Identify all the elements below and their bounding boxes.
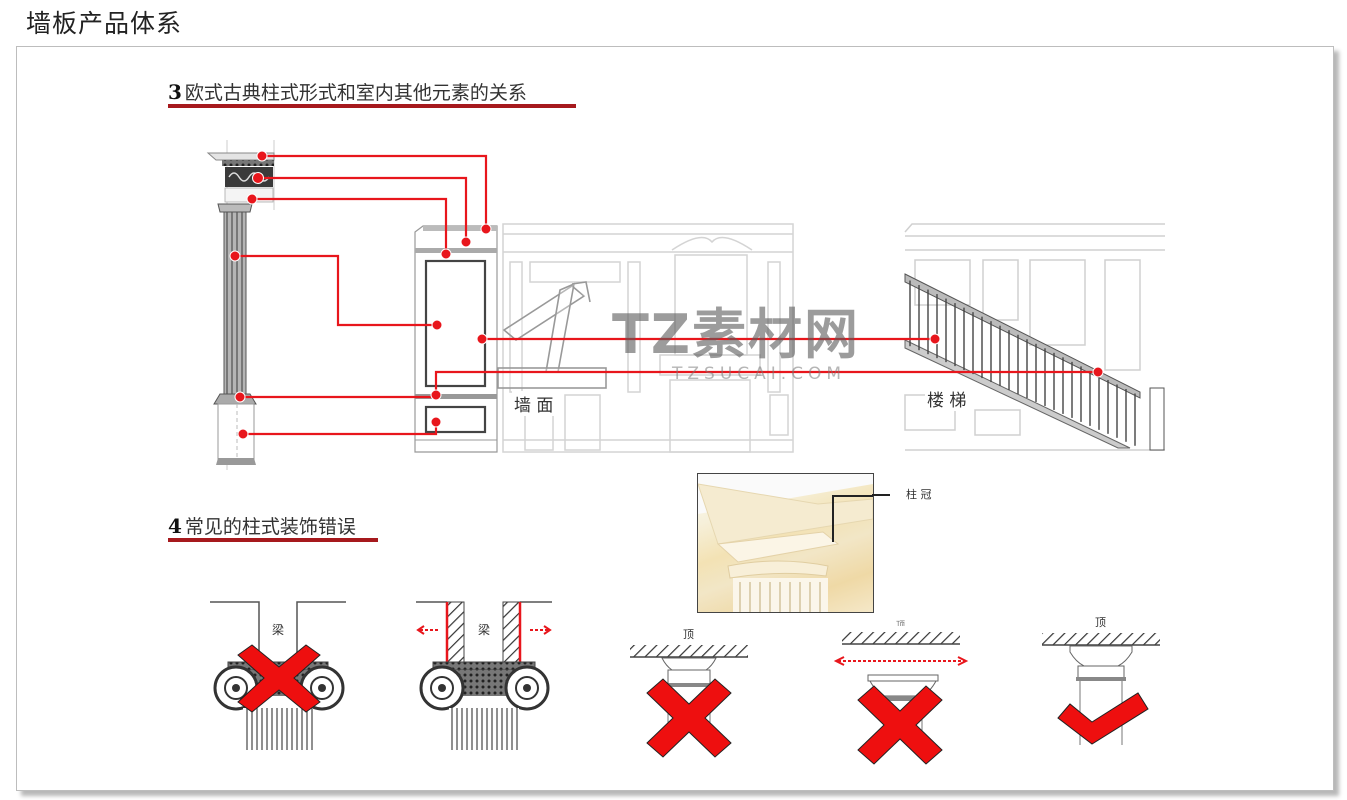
photo-callout-label: 柱 冠 <box>906 488 932 501</box>
example-3-drawing <box>630 645 748 740</box>
example-4-label: 顶 <box>896 621 906 626</box>
section-3-underline <box>168 104 576 108</box>
example-1-label: 梁 <box>272 623 285 637</box>
staircase-drawing <box>904 223 1165 451</box>
wrong-mark-1-icon <box>237 644 321 713</box>
page-title: 墙板产品体系 <box>26 9 183 38</box>
example-2-label: 梁 <box>478 623 491 637</box>
callout-lines <box>235 154 1098 436</box>
watermark-brand: TZ素材网 <box>612 303 860 366</box>
callout-dots <box>229 150 1104 440</box>
example-3-label: 顶 <box>683 628 694 641</box>
wrong-mark-3-icon <box>646 678 732 758</box>
example-2-drawing <box>416 601 552 750</box>
section-4-number: 4 <box>168 514 182 538</box>
section-4-underline <box>168 538 378 542</box>
wall-label: 墙 面 <box>512 391 556 416</box>
watermark-url: TZSUCAI.COM <box>672 364 847 384</box>
section-4-title: 常见的柱式装饰错误 <box>184 516 356 538</box>
wrong-mark-4-icon <box>857 685 943 765</box>
capital-photo <box>697 473 874 613</box>
correct-mark-icon <box>1057 692 1149 745</box>
classical-column-drawing <box>206 140 275 470</box>
stairs-label: 楼 梯 <box>925 386 969 411</box>
example-5-label: 顶 <box>1095 616 1106 629</box>
example-5-drawing <box>1042 633 1160 745</box>
section-3-number: 3 <box>168 80 182 104</box>
section-3-title: 欧式古典柱式形式和室内其他元素的关系 <box>184 82 527 104</box>
